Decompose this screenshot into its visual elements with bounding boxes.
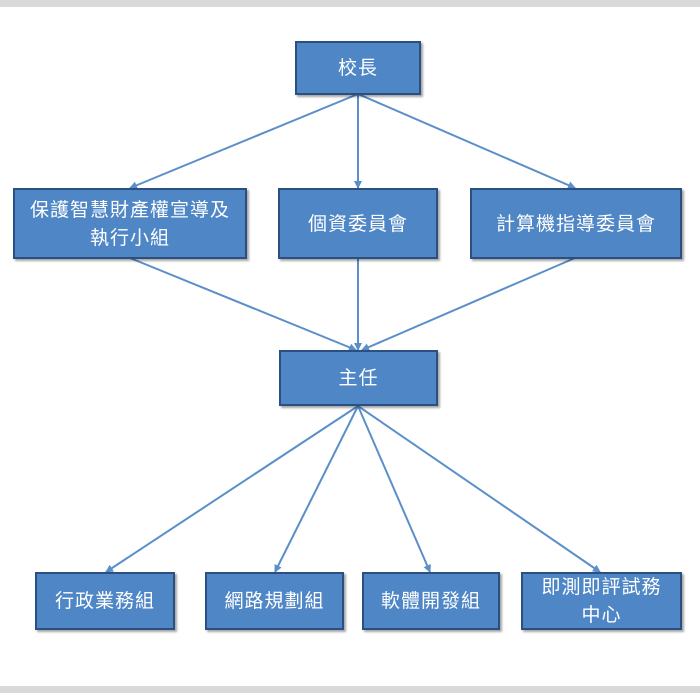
edge-principal-to-computer-committee [357, 93, 576, 189]
edge-director-to-admin-group [105, 405, 359, 573]
node-principal-label: 校長 [337, 57, 378, 79]
edge-computer-committee-to-director [361, 257, 576, 351]
edge-director-to-network-group [274, 405, 359, 573]
node-software-group: 軟體開發組 [362, 572, 500, 630]
node-ip-group: 保護智慧財產權宣導及執行小組 [13, 188, 247, 259]
edge-director-to-software-group [357, 405, 431, 573]
node-director-label: 主任 [338, 367, 379, 389]
node-privacy-committee: 個資委員會 [278, 188, 438, 259]
node-network-group: 網路規劃組 [205, 572, 344, 630]
node-network-group-label: 網路規劃組 [224, 590, 325, 612]
node-admin-group: 行政業務組 [35, 572, 175, 630]
edge-principal-to-ip-group [129, 93, 359, 190]
node-testing-center: 即測即評試務中心 [521, 572, 682, 630]
bottom-border-band [0, 686, 700, 693]
node-admin-group-label: 行政業務組 [54, 590, 155, 612]
node-privacy-committee-label: 個資委員會 [307, 212, 408, 235]
edge-director-to-testing-center [357, 405, 601, 573]
top-border-band [0, 0, 700, 7]
node-principal: 校長 [295, 41, 421, 95]
node-ip-group-label: 保護智慧財產權宣導及執行小組 [29, 198, 230, 249]
node-computer-committee-label: 計算機指導委員會 [495, 212, 656, 235]
edge-ip-group-to-director [129, 257, 357, 352]
node-software-group-label: 軟體開發組 [380, 590, 481, 612]
node-computer-committee: 計算機指導委員會 [470, 188, 682, 259]
node-testing-center-label: 即測即評試務中心 [541, 576, 662, 626]
node-director: 主任 [279, 350, 438, 406]
